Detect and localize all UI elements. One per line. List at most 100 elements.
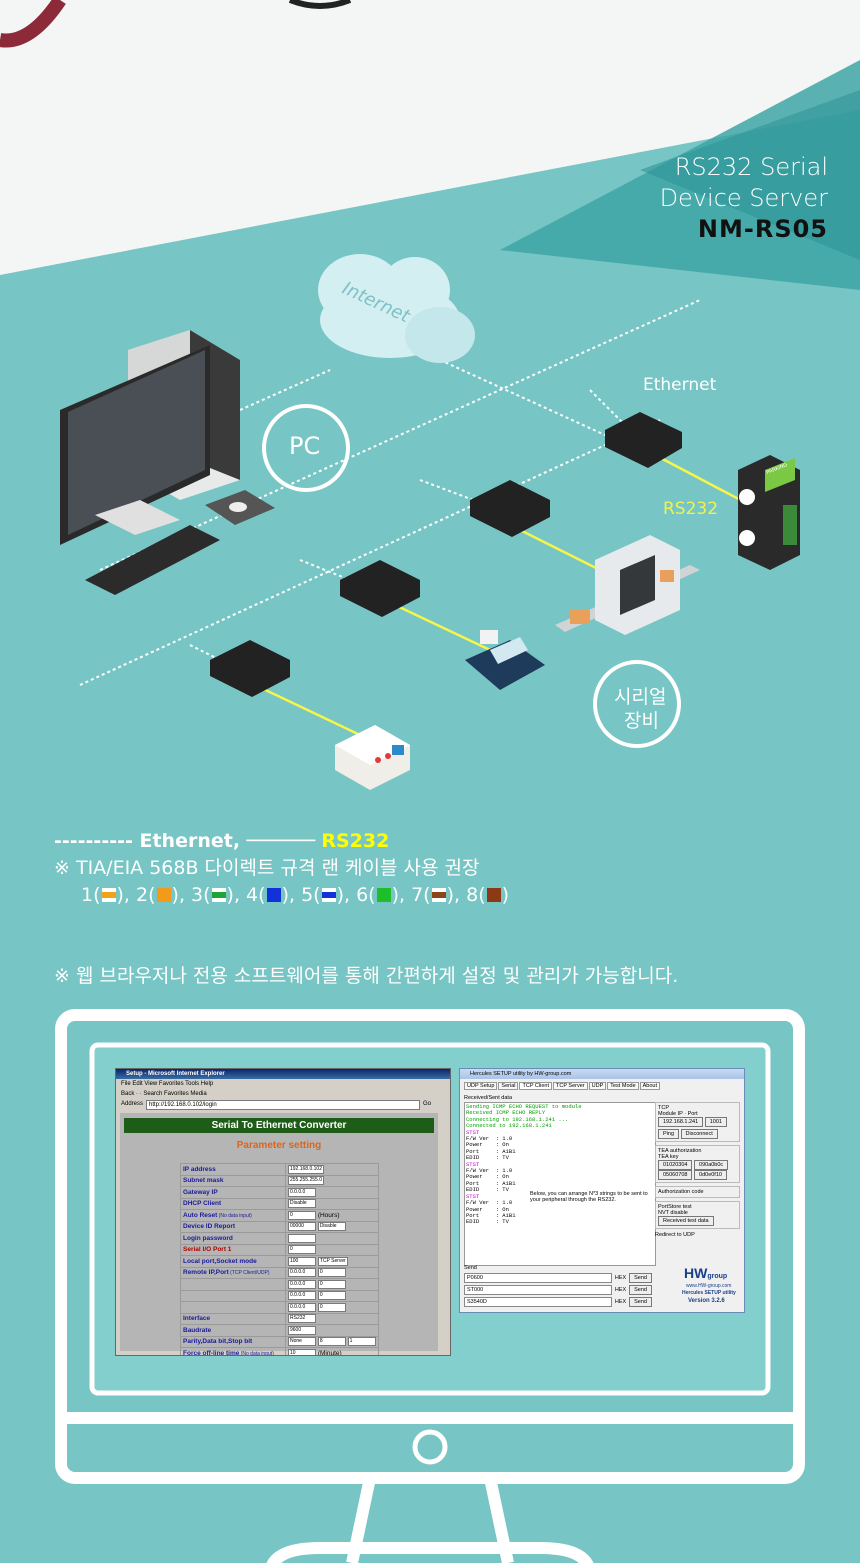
param-input[interactable]: RS232 (288, 1314, 316, 1324)
terminal-line: EDID : TV (466, 1186, 509, 1194)
param-value-cell: 00000 Disable (285, 1220, 379, 1233)
monitor-frame (55, 1009, 805, 1563)
converter-boxes (210, 412, 682, 697)
tea-key-3[interactable]: 090a0b0c (694, 1160, 729, 1170)
address-input[interactable]: http://192.168.0.102/login (146, 1099, 421, 1110)
terminal-line: F/W Ver : 1.0 (466, 1135, 513, 1143)
terminal-line: STST (466, 1128, 480, 1136)
redirect-checkbox[interactable]: Redirect to UDP (655, 1232, 695, 1238)
param-input[interactable]: 0 (288, 1210, 316, 1220)
ethernet-dashes: ---------- (54, 830, 140, 852)
param-label: Baudrate (180, 1324, 286, 1337)
param-input[interactable]: 100 (288, 1256, 316, 1266)
tea-key-2[interactable]: 05060708 (658, 1170, 693, 1180)
param-input[interactable]: 0 (288, 1245, 316, 1255)
keyboard (85, 525, 220, 595)
param-input[interactable]: 00000 (288, 1222, 316, 1232)
cable-graphic (0, 0, 66, 48)
param-input[interactable] (288, 1233, 316, 1243)
tab-about[interactable]: About (639, 1082, 660, 1090)
hex-checkbox-3[interactable]: HEX (614, 1299, 627, 1305)
param-input[interactable]: 192.168.0.102 (288, 1164, 324, 1174)
parking-kiosk (738, 455, 800, 570)
param-value-cell: 0.0.0.0 0 (285, 1266, 379, 1279)
param-input[interactable]: 0.0.0.0 (288, 1279, 316, 1289)
pin-number: 1( (81, 884, 101, 906)
tea-key-1[interactable]: 01020304 (658, 1160, 693, 1170)
param-input[interactable]: 0.0.0.0 (288, 1268, 316, 1278)
param-label: Device ID Report (180, 1220, 286, 1233)
received-label: Received/Sent data (464, 1095, 513, 1101)
pin-close: ), (226, 884, 247, 906)
param-label: Gateway IP (180, 1186, 286, 1199)
received-test-button[interactable]: Received test data (658, 1216, 714, 1226)
param-value-cell: 0.0.0.0 0 (285, 1301, 379, 1314)
tab-udp-setup[interactable]: UDP Setup (464, 1082, 498, 1090)
param-input[interactable]: 255.255.255.0 (288, 1176, 324, 1186)
param-input-2[interactable]: 0 (317, 1268, 346, 1278)
param-input-2[interactable]: 0 (317, 1302, 346, 1312)
pin-4: 4(), (246, 884, 301, 906)
param-label: Local port,Socket mode (180, 1255, 286, 1268)
param-row: Force off-line time (No data input)10 (M… (180, 1347, 379, 1356)
param-label-text: Serial I/O Port 1 (183, 1246, 232, 1254)
pin-color-swatch (101, 888, 116, 902)
tab-tcp-client[interactable]: TCP Client (519, 1082, 552, 1090)
send-button-2[interactable]: Send (629, 1285, 652, 1295)
param-label: Serial I/O Port 1 (180, 1243, 286, 1256)
disconnect-button[interactable]: Disconnect (680, 1129, 718, 1139)
serial-device-label-2: 장비 (624, 710, 659, 732)
send-input-1[interactable]: P0600 (464, 1273, 612, 1283)
send-button-1[interactable]: Send (629, 1273, 652, 1283)
ping-button[interactable]: Ping (658, 1129, 680, 1139)
param-input-3[interactable]: 1 (347, 1337, 376, 1347)
param-input[interactable]: None (288, 1337, 316, 1347)
terminal-line: Port : A1B1 (466, 1211, 516, 1219)
pin-2: 2(), (136, 884, 191, 906)
pin-3: 3(), (191, 884, 246, 906)
go-button[interactable]: Go (423, 1101, 432, 1107)
port-input[interactable]: 1001 (704, 1117, 727, 1127)
send-input-3[interactable]: S3540D (464, 1297, 612, 1307)
param-input-2[interactable]: TCP Server (317, 1256, 348, 1266)
legend: ---------- Ethernet, ────── RS232 ※ TIA/… (54, 828, 509, 909)
param-input[interactable]: 9600 (288, 1325, 316, 1335)
ie-toolbar[interactable]: Back · · Search Favorites Media (121, 1091, 207, 1097)
param-input[interactable]: 0.0.0.0 (288, 1187, 316, 1197)
param-input[interactable]: 10 (288, 1348, 316, 1355)
nvt-checkbox[interactable]: NVT disable (658, 1210, 688, 1216)
param-input-2[interactable]: 8 (317, 1337, 346, 1347)
param-input-2[interactable]: 0 (317, 1291, 346, 1301)
tab-udp[interactable]: UDP (588, 1082, 607, 1090)
param-input[interactable]: 0.0.0.0 (288, 1291, 316, 1301)
param-input[interactable]: 0.0.0.0 (288, 1302, 316, 1312)
terminal-line: STST (466, 1192, 480, 1200)
param-note: (No data input) (239, 1350, 274, 1356)
rs232-line: ────── (246, 830, 322, 852)
tea-group: TEA authorization TEA key 01020304 090a0… (655, 1145, 740, 1183)
pc-label: PC (289, 432, 321, 460)
hex-checkbox-2[interactable]: HEX (614, 1287, 627, 1293)
tab-tcp-server[interactable]: TCP Server (552, 1082, 588, 1090)
logo-group: group (707, 1273, 728, 1280)
module-ip-input[interactable]: 192.168.1.241 (658, 1117, 704, 1127)
tea-key-4[interactable]: 0d0e0f10 (694, 1170, 727, 1180)
param-input-2[interactable]: Disable (317, 1222, 346, 1232)
param-label: Remote IP,Port (TCP Client/UDP) (180, 1266, 286, 1279)
tab-serial[interactable]: Serial (498, 1082, 519, 1090)
param-input-2[interactable]: 0 (317, 1279, 346, 1289)
param-value-cell (285, 1232, 379, 1245)
hex-checkbox-1[interactable]: HEX (614, 1275, 627, 1281)
pin-close: ), (116, 884, 137, 906)
serial-device-label-1: 시리얼 (614, 686, 667, 708)
send-button-3[interactable]: Send (629, 1297, 652, 1307)
tab-test-mode[interactable]: Test Mode (607, 1082, 639, 1090)
legend-line-1: ---------- Ethernet, ────── RS232 (54, 828, 509, 855)
param-input[interactable]: Disable (288, 1199, 316, 1209)
param-note: (No data input) (217, 1212, 252, 1219)
send-input-2[interactable]: ST000 (464, 1285, 612, 1295)
ie-menubar[interactable]: File Edit View Favorites Tools Help (121, 1081, 214, 1087)
product-title: RS232 Serial Device Server NM-RS05 (660, 152, 828, 245)
